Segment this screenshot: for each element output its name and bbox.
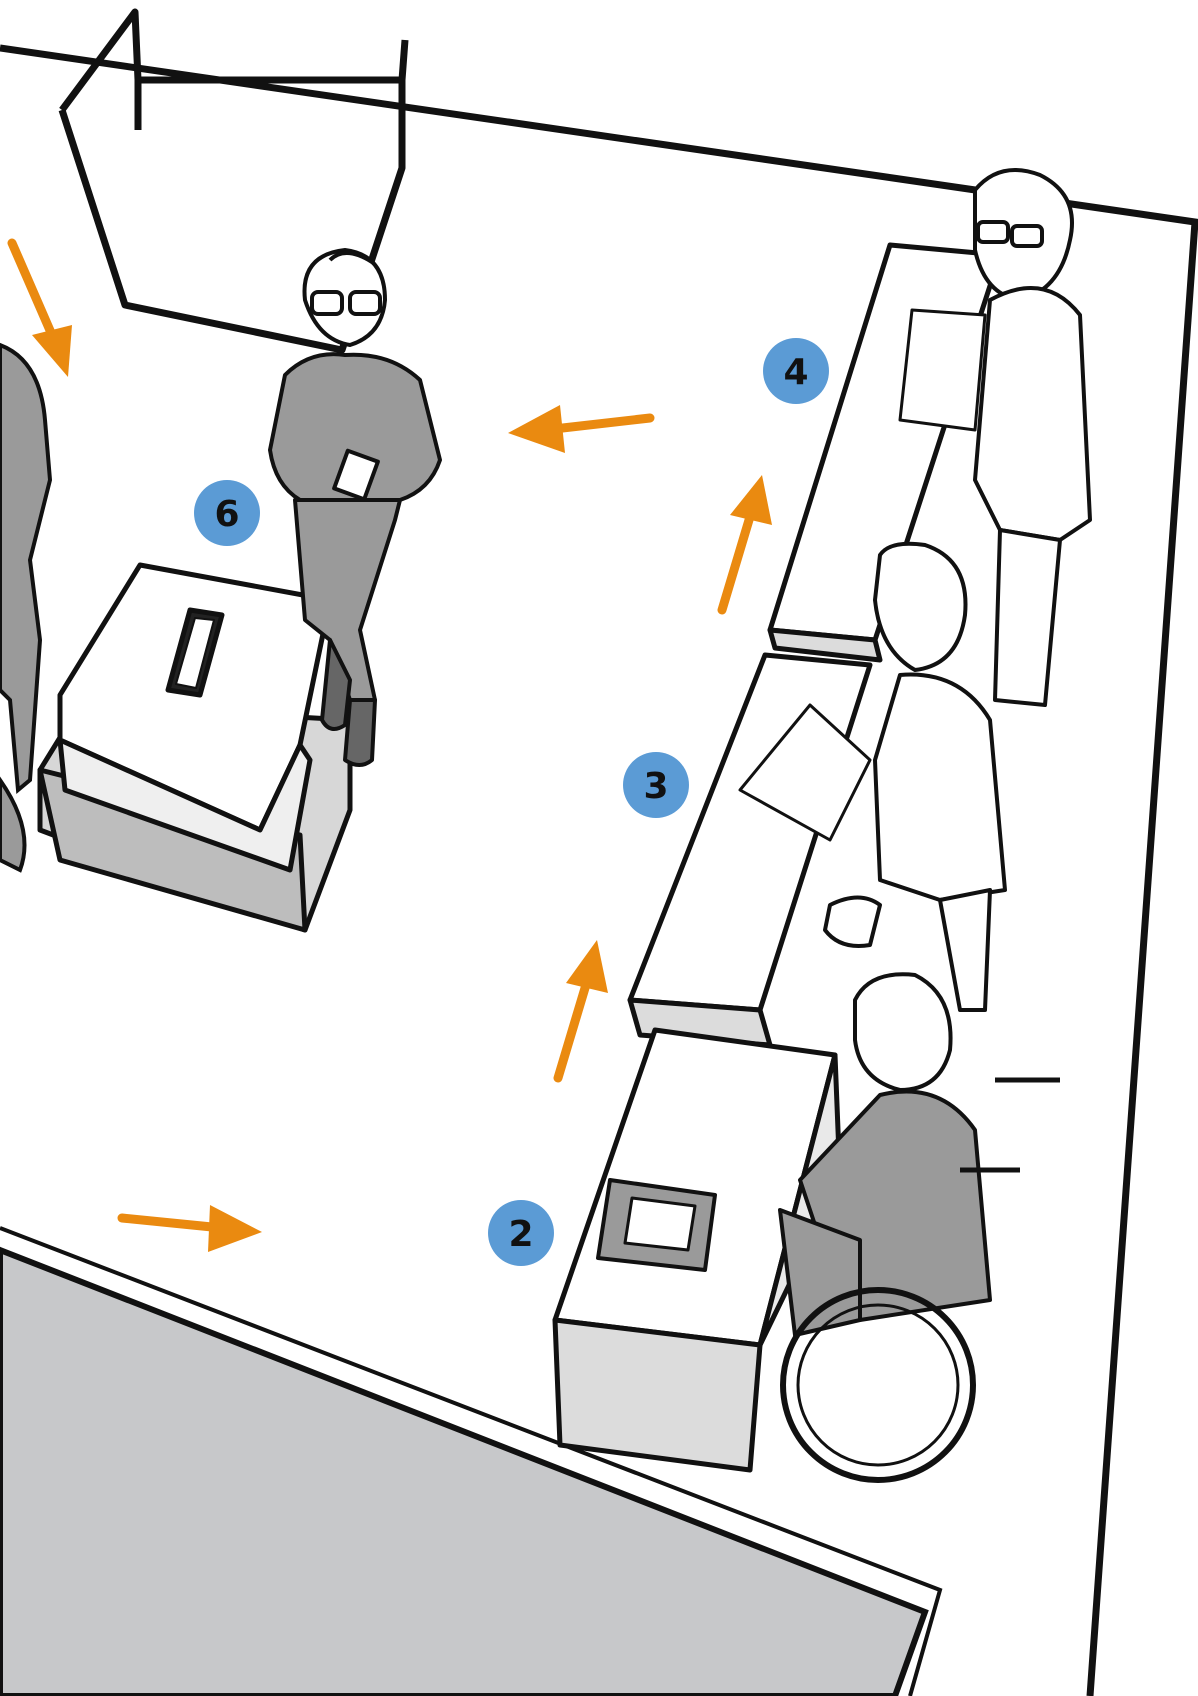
badge-2-number: 2 xyxy=(508,1214,533,1255)
badge-2: 2 xyxy=(488,1200,554,1266)
badge-4: 4 xyxy=(763,338,829,404)
badge-6: 6 xyxy=(194,480,260,546)
badge-3: 3 xyxy=(623,752,689,818)
badge-6-number: 6 xyxy=(214,494,239,535)
badge-4-number: 4 xyxy=(783,352,808,393)
badge-3-number: 3 xyxy=(643,766,668,807)
